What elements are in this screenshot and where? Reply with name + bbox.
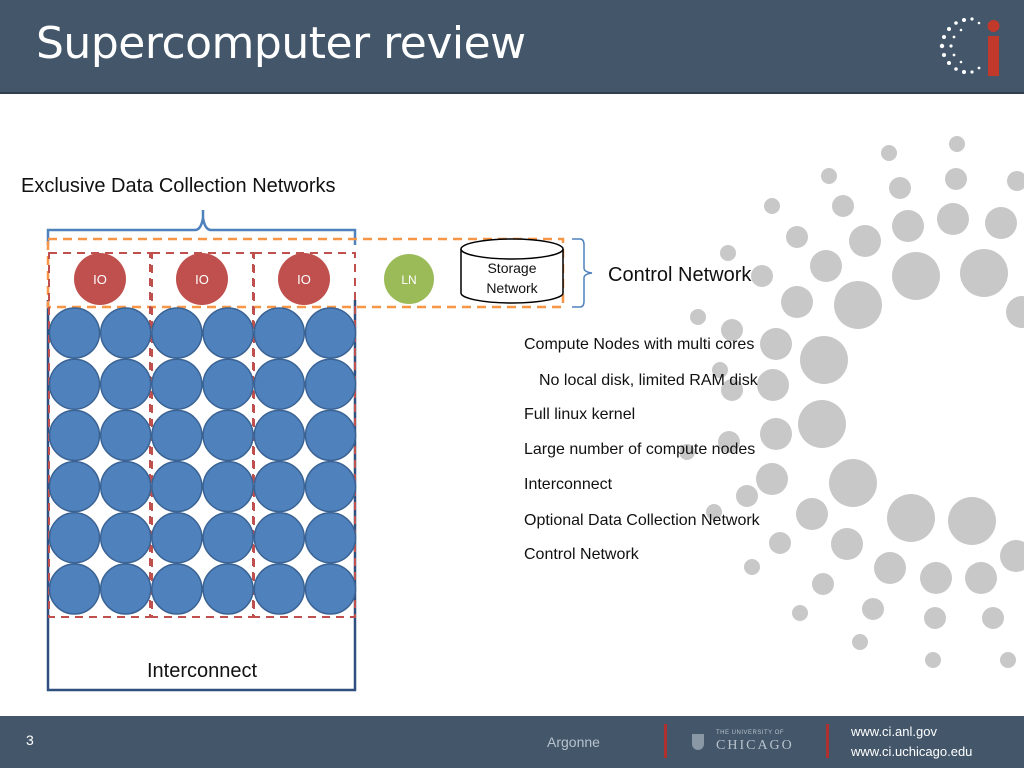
io-node-3 xyxy=(278,253,330,305)
compute-node xyxy=(202,512,254,564)
compute-node xyxy=(253,512,306,564)
footer-link-anl[interactable]: www.ci.anl.gov xyxy=(851,724,937,739)
control-network-label: Control Network xyxy=(608,264,752,286)
compute-node xyxy=(99,460,152,513)
compute-node xyxy=(253,307,306,359)
compute-node xyxy=(151,460,203,513)
uchicago-text: CHICAGO xyxy=(716,738,794,753)
compute-node xyxy=(304,358,357,410)
footer-divider xyxy=(664,724,667,758)
uchicago-shield-icon xyxy=(692,734,704,750)
storage-label-line2: Network xyxy=(486,280,538,296)
footer-links: www.ci.anl.gov www.ci.uchicago.edu xyxy=(851,722,972,762)
compute-node xyxy=(202,358,254,410)
compute-node xyxy=(99,409,152,462)
page-number: 3 xyxy=(26,732,34,748)
ci-logo xyxy=(939,17,1000,76)
feature-item: Control Network xyxy=(524,546,639,563)
uchicago-logo: THE UNIVERSITY OF CHICAGO xyxy=(692,730,812,756)
feature-item: Compute Nodes with multi cores xyxy=(524,336,755,353)
compute-node xyxy=(99,563,152,615)
io-node-2 xyxy=(176,253,228,305)
ln-node xyxy=(384,254,434,304)
compute-node xyxy=(253,563,306,615)
compute-node xyxy=(151,409,203,462)
slide-title: Supercomputer review xyxy=(36,18,526,69)
storage-network-cylinder xyxy=(460,238,564,304)
compute-node xyxy=(151,358,203,410)
feature-item: Optional Data Collection Network xyxy=(524,512,760,529)
feature-item: No local disk, limited RAM disk xyxy=(539,372,758,389)
compute-node xyxy=(99,307,152,359)
decorative-dots xyxy=(680,136,1024,668)
ln-node-label: LN xyxy=(401,273,416,287)
io-node-1 xyxy=(74,253,126,305)
compute-node xyxy=(304,460,357,513)
storage-label-line1: Storage xyxy=(487,260,536,276)
compute-node xyxy=(48,307,101,359)
exclusive-networks-label: Exclusive Data Collection Networks xyxy=(21,175,336,197)
compute-node xyxy=(202,563,254,615)
supercomputer-diagram: IO IO IO LN Storage Network Control Netw… xyxy=(46,210,752,692)
argonne-logo: Argonne xyxy=(547,734,600,750)
compute-node xyxy=(253,409,306,462)
footer-link-uchicago[interactable]: www.ci.uchicago.edu xyxy=(851,744,973,759)
compute-node xyxy=(48,358,101,410)
feature-item: Large number of compute nodes xyxy=(524,441,756,458)
compute-node xyxy=(202,307,254,359)
compute-node-grid xyxy=(48,307,357,615)
compute-node xyxy=(151,563,203,615)
compute-node xyxy=(151,512,203,564)
compute-node xyxy=(253,460,306,513)
interconnect-label: Interconnect xyxy=(147,660,258,682)
compute-node xyxy=(304,563,357,615)
top-brace xyxy=(46,210,357,245)
compute-node xyxy=(253,358,306,410)
feature-item: Interconnect xyxy=(524,476,613,493)
compute-node xyxy=(304,307,357,359)
compute-node xyxy=(151,307,203,359)
compute-node xyxy=(48,409,101,462)
footer-divider xyxy=(826,724,829,758)
slide-header: Supercomputer review xyxy=(0,0,1024,94)
io-node-3-label: IO xyxy=(297,272,311,287)
control-network-brace xyxy=(572,238,593,308)
compute-node xyxy=(202,409,254,462)
slide-footer: 3 Argonne THE UNIVERSITY OF CHICAGO www.… xyxy=(0,716,1024,768)
compute-node xyxy=(304,512,357,564)
compute-node xyxy=(202,460,254,513)
compute-node xyxy=(48,512,101,564)
feature-item: Full linux kernel xyxy=(524,406,636,423)
io-node-1-label: IO xyxy=(93,272,107,287)
compute-node xyxy=(99,358,152,410)
io-node-2-label: IO xyxy=(195,272,209,287)
compute-node xyxy=(48,563,101,615)
compute-node xyxy=(304,409,357,462)
compute-node xyxy=(99,512,152,564)
uchicago-small-text: THE UNIVERSITY OF xyxy=(716,730,785,736)
compute-node xyxy=(48,460,101,513)
